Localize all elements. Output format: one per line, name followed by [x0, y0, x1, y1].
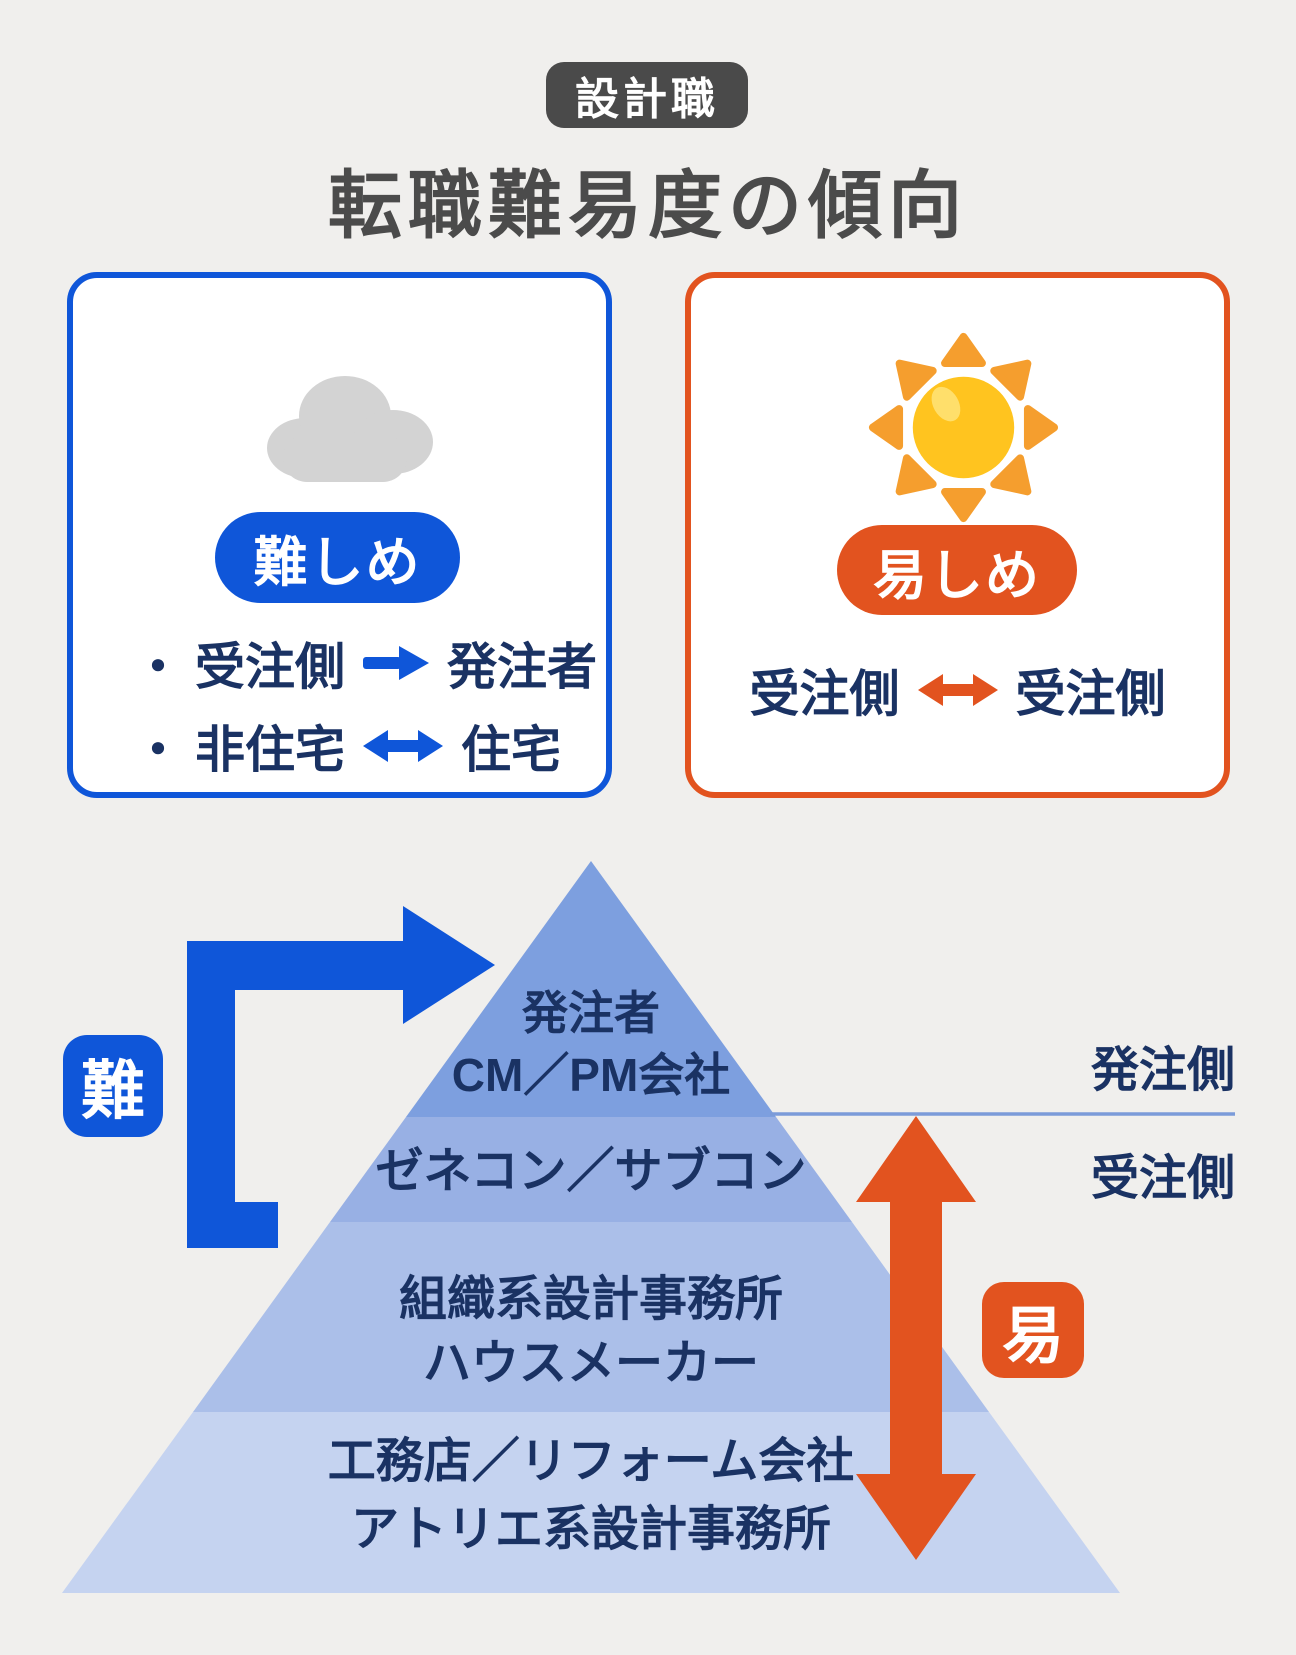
- bullet-char: ・: [133, 722, 183, 778]
- right-arrow-icon: [363, 646, 429, 680]
- easy-direction-arrow: [856, 1116, 976, 1560]
- pyramid-band-3: [193, 1222, 989, 1412]
- double-arrow-icon: [363, 730, 443, 762]
- contractor-side-label: 受注側: [1090, 1152, 1235, 1205]
- hard-row-1-from: 受注側: [195, 639, 345, 695]
- level-4-line-2: アトリエ系設計事務所: [350, 1503, 831, 1556]
- hard-rows: ・ 受注側 発注者 ・ 非住宅: [73, 635, 606, 801]
- hard-pill: 難しめ: [215, 512, 460, 603]
- easy-badge: 易: [982, 1282, 1084, 1378]
- bullet-char: ・: [133, 639, 183, 695]
- pyramid-band-1: [406, 861, 776, 1117]
- easy-rows: 受注側 受注側: [691, 662, 1224, 745]
- page-title: 転職難易度の傾向: [328, 164, 968, 247]
- category-badge: 設計職: [546, 62, 748, 128]
- easy-pill-label: 易しめ: [873, 545, 1041, 606]
- pyramid-level-2-label: ゼネコン／サブコン: [241, 1142, 941, 1202]
- pyramid-level-3-label: 組織系設計事務所 ハウスメーカー: [241, 1268, 941, 1396]
- hard-row-2-from: 非住宅: [195, 722, 345, 778]
- easy-row-1-to: 受注側: [1015, 666, 1166, 722]
- level-2-line-1: ゼネコン／サブコン: [375, 1145, 807, 1198]
- easy-row-1: 受注側 受注側: [691, 662, 1224, 722]
- hard-row-2: ・ 非住宅 住宅: [133, 718, 606, 778]
- hard-direction-arrow: [187, 906, 495, 1248]
- level-4-line-1: 工務店／リフォーム会社: [327, 1435, 855, 1488]
- easy-card: 易しめ 受注側 受注側: [685, 272, 1230, 798]
- level-3-line-2: ハウスメーカー: [422, 1337, 759, 1390]
- hard-row-2-to: 住宅: [461, 722, 561, 778]
- hard-badge-label: 難: [81, 1055, 145, 1127]
- hard-badge: 難: [63, 1035, 163, 1137]
- level-1-line-1: 発注者: [522, 987, 660, 1039]
- hard-row-1-to: 発注者: [447, 639, 597, 695]
- pyramid-level-1-label: 発注者 CM／PM会社: [241, 982, 941, 1106]
- level-1-line-2: CM／PM会社: [451, 1049, 731, 1101]
- pyramid-band-2: [330, 1117, 852, 1222]
- hard-pill-label: 難しめ: [253, 533, 422, 593]
- easy-pill: 易しめ: [837, 525, 1077, 615]
- sun-icon: [868, 332, 1059, 523]
- hard-card: 難しめ ・ 受注側 発注者 ・ 非住宅: [67, 272, 612, 798]
- orderer-side-label: 発注側: [1090, 1044, 1235, 1097]
- level-3-line-1: 組織系設計事務所: [398, 1273, 783, 1326]
- cloud-icon: [267, 376, 433, 482]
- category-badge-label: 設計職: [575, 75, 719, 124]
- easy-row-1-from: 受注側: [749, 666, 900, 722]
- pyramid-level-4-label: 工務店／リフォーム会社 アトリエ系設計事務所: [241, 1428, 941, 1564]
- double-arrow-icon: [917, 674, 998, 706]
- hard-row-1: ・ 受注側 発注者: [133, 635, 606, 695]
- easy-badge-label: 易: [1001, 1302, 1064, 1371]
- pyramid-band-4: [62, 1412, 1120, 1593]
